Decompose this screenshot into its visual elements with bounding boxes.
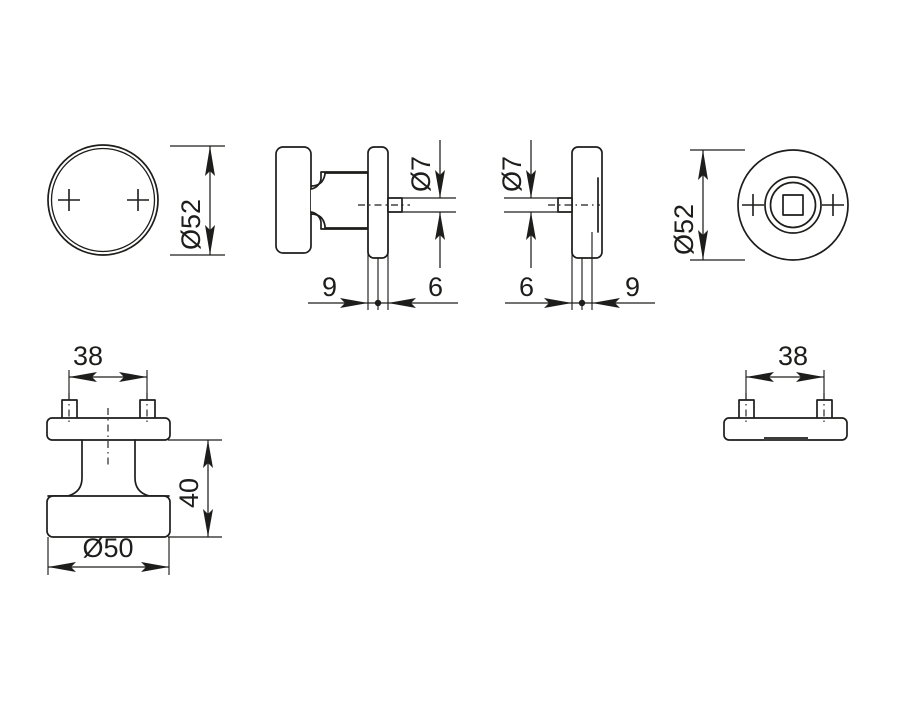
view-rose-side-right <box>548 146 603 259</box>
dimension-label-d50: Ø50 <box>82 533 133 563</box>
arrowhead-top <box>526 170 536 198</box>
dimension-6-9-right: 6 9 <box>505 214 655 310</box>
spindle-square-hole <box>782 194 804 216</box>
arrowhead-left <box>69 372 97 382</box>
view-rose-front-spindle <box>737 149 849 261</box>
dimension-40: 40 <box>168 439 222 538</box>
arrowhead-top <box>698 150 708 180</box>
arrowhead-bottom <box>203 509 213 537</box>
view-mounting-plate-right <box>723 393 848 441</box>
rose-ring-outer <box>764 176 822 234</box>
arrowhead-top <box>435 170 445 198</box>
rose-plate-profile <box>571 146 603 259</box>
dimension-d50: Ø50 <box>47 533 170 575</box>
fixing-cross-icon <box>742 194 764 216</box>
dimension-origin-dot <box>374 299 382 307</box>
view-rose-front-plain <box>47 144 159 256</box>
arrowhead-right <box>141 562 169 572</box>
dimension-38-right: 38 <box>745 341 825 400</box>
arrowhead-top <box>203 440 213 468</box>
arrowhead-bottom <box>205 225 215 255</box>
knob-shank-profile <box>310 171 369 230</box>
dimension-38-left: 38 <box>68 341 148 400</box>
rose-inner-circle <box>50 147 156 253</box>
mounting-plate <box>723 417 848 441</box>
dimension-origin-dot <box>578 299 586 307</box>
rose-outer-circle <box>47 144 159 256</box>
dimension-label-38: 38 <box>778 341 808 371</box>
dimension-label: Ø52 <box>669 204 699 255</box>
view-knob-mounting-plate <box>46 393 171 538</box>
dimension-label: Ø7 <box>406 156 436 192</box>
knob-head-profile <box>275 146 312 254</box>
dimension-d7-left: Ø7 <box>402 140 456 268</box>
knob-shank-upper-curve <box>310 172 326 187</box>
arrowhead-top <box>205 146 215 176</box>
dimension-label: Ø7 <box>497 156 527 192</box>
fixing-cross-icon <box>822 194 844 216</box>
arrowhead-9 <box>340 298 368 308</box>
arrowhead-6 <box>388 298 416 308</box>
arrowhead-right <box>119 372 147 382</box>
fixing-cross-icon <box>58 189 80 211</box>
rose-ring-inner <box>769 181 817 229</box>
arrowhead-left <box>48 562 76 572</box>
dimension-d52-right: Ø52 <box>669 149 745 261</box>
fixing-cross-icon <box>127 189 149 211</box>
plate-shadow-band <box>764 437 808 441</box>
dimension-d52-left: Ø52 <box>170 145 225 256</box>
view-knob-side-left <box>275 146 410 259</box>
dimension-label-38: 38 <box>73 341 103 371</box>
knob-shank-left-edge <box>47 439 83 497</box>
dimension-label-9: 9 <box>322 272 337 302</box>
rose-plate-profile <box>367 146 389 259</box>
dimension-label: Ø52 <box>176 199 206 250</box>
dimension-9-6-left: 9 6 <box>308 214 458 310</box>
dimension-label-40: 40 <box>174 478 204 508</box>
arrowhead-bottom <box>698 230 708 260</box>
arrowhead-left <box>746 372 774 382</box>
arrowhead-6 <box>544 298 572 308</box>
knob-shank-lower-curve <box>310 213 326 229</box>
arrowhead-bottom <box>435 212 445 240</box>
dimension-label-6: 6 <box>519 272 534 302</box>
dimension-label-9: 9 <box>625 272 640 302</box>
knob-shank-right-edge <box>134 439 170 497</box>
dimension-label-6: 6 <box>428 272 443 302</box>
arrowhead-9 <box>592 298 620 308</box>
dimension-d7-right: Ø7 <box>497 140 558 268</box>
rose-outer-circle <box>737 149 849 261</box>
arrowhead-bottom <box>526 212 536 240</box>
arrowhead-right <box>796 372 824 382</box>
knob-base <box>46 495 171 538</box>
